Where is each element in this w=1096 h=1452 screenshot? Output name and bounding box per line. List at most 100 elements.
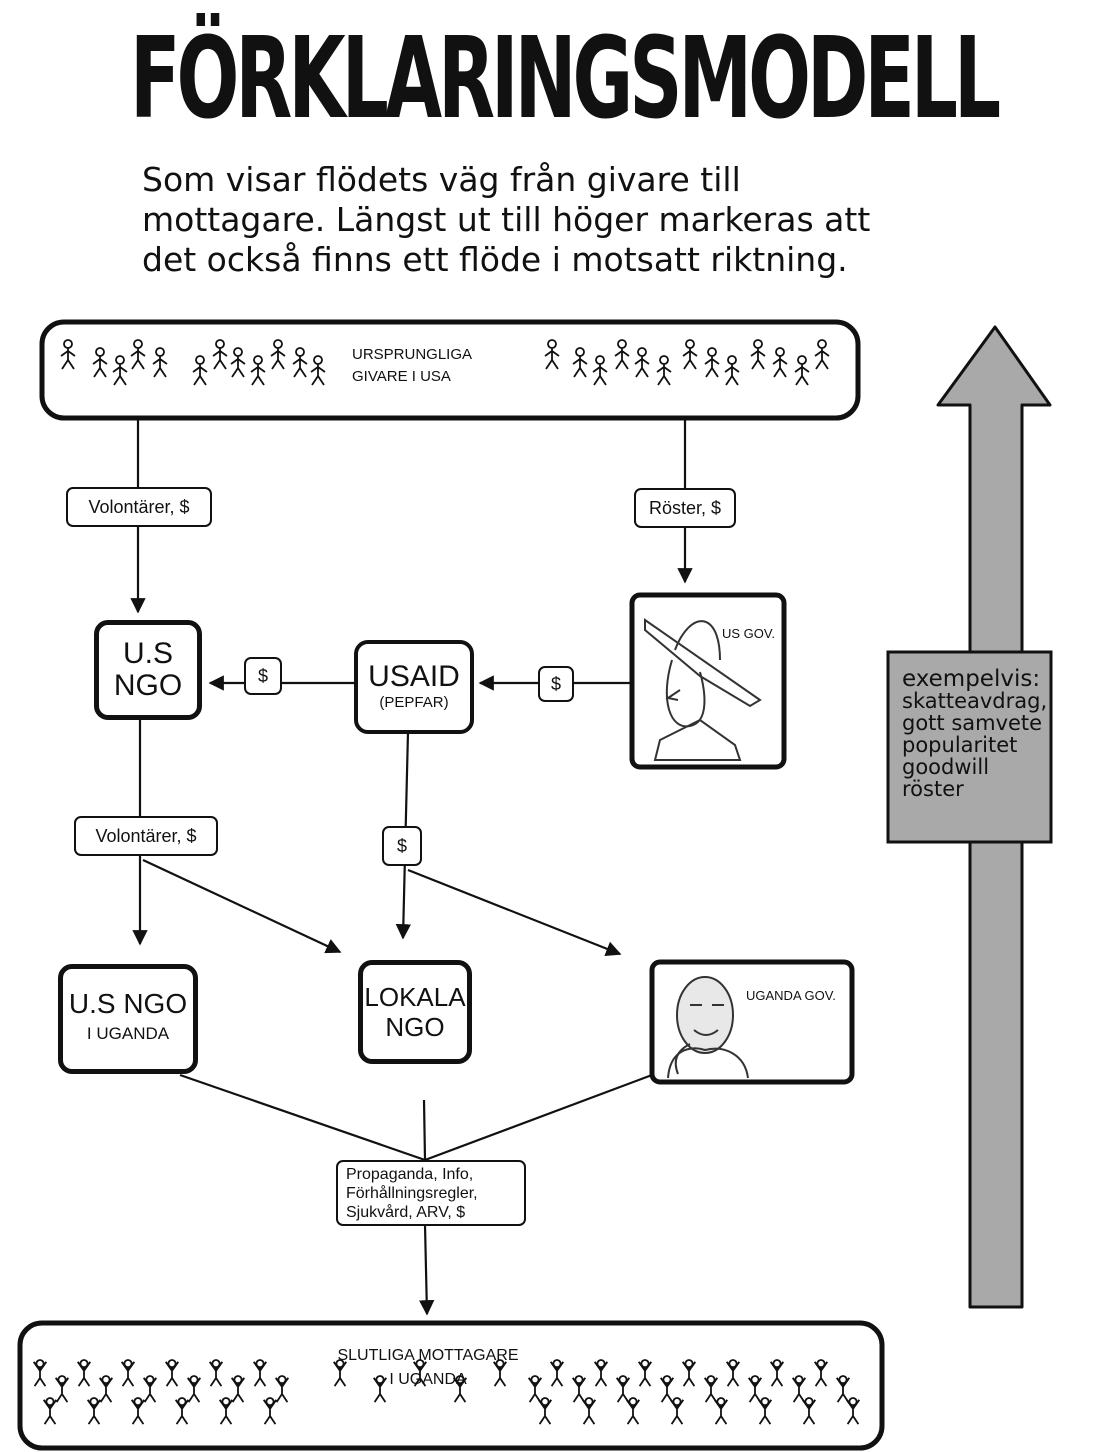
stick-figure xyxy=(572,347,588,378)
node-us-ngo-line: NGO xyxy=(113,669,183,702)
stick-figure xyxy=(835,1375,851,1403)
node-usaid-title: USAID xyxy=(368,660,460,693)
stick-figure xyxy=(801,1397,817,1425)
stick-figure xyxy=(527,1375,543,1403)
stick-figure xyxy=(713,1397,729,1425)
stick-figure xyxy=(813,1359,829,1387)
stick-figure xyxy=(412,1359,428,1387)
reverse-flow-item: skatteavdrag, xyxy=(902,689,1048,713)
stick-figure xyxy=(310,355,326,386)
flow-label-merge-line: Propaganda, Info, xyxy=(346,1165,474,1183)
stick-figure xyxy=(656,355,672,386)
stick-figure xyxy=(637,1359,653,1387)
stick-figure xyxy=(769,1359,785,1387)
reverse-flow-box xyxy=(886,650,1053,844)
stick-figure xyxy=(724,355,740,386)
stick-figure xyxy=(772,347,788,378)
bottom-recipients-label-line: I UGANDA xyxy=(389,1371,467,1388)
reverse-flow-item: goodwill xyxy=(902,755,990,779)
page-title: FÖRKLARINGSMODELL xyxy=(130,14,1001,144)
recipient-stick-figures xyxy=(32,1359,861,1425)
stick-figure xyxy=(54,1375,70,1403)
stick-figure xyxy=(614,339,630,370)
flow-label-dollar-a: $ xyxy=(538,666,574,702)
stick-figure xyxy=(845,1397,861,1425)
stick-figure xyxy=(218,1397,234,1425)
stick-figure xyxy=(750,339,766,370)
stick-figure xyxy=(270,339,286,370)
stick-figure xyxy=(704,347,720,378)
stick-figure xyxy=(250,355,266,386)
stick-figure xyxy=(634,347,650,378)
stick-figure xyxy=(791,1375,807,1403)
flow-label-volunteers-1: Volontärer, $ xyxy=(66,487,212,527)
top-donor-label-line: URSPRUNGLIGA xyxy=(352,346,473,363)
stick-figure xyxy=(208,1359,224,1387)
stick-figure xyxy=(120,1359,136,1387)
stick-figure xyxy=(581,1397,597,1425)
stick-figure xyxy=(593,1359,609,1387)
stick-figure xyxy=(152,347,168,378)
stick-figure xyxy=(592,355,608,386)
stick-figure xyxy=(142,1375,158,1403)
node-us-ngo-line: U.S xyxy=(122,637,173,670)
node-us-ngo-uganda-line: U.S NGO xyxy=(68,988,188,1019)
stick-figure xyxy=(252,1359,268,1387)
node-usaid: USAID (PEPFAR) xyxy=(354,640,474,734)
uganda-gov-label: UGANDA GOV. xyxy=(746,988,836,1003)
flow-label-votes: Röster, $ xyxy=(634,488,736,528)
stick-figure xyxy=(571,1375,587,1403)
bottom-recipients-box xyxy=(17,1320,885,1451)
top-donor-label: URSPRUNGLIGA GIVARE I USA xyxy=(352,344,512,388)
node-local-ngo-line: LOKALA xyxy=(364,982,466,1012)
stick-figure xyxy=(130,339,146,370)
top-donor-label-line: GIVARE I USA xyxy=(352,368,451,385)
stick-figure xyxy=(492,1359,508,1387)
stick-figure xyxy=(98,1375,114,1403)
reverse-flow-item: röster xyxy=(902,777,964,801)
stick-figure xyxy=(262,1397,278,1425)
stick-figure xyxy=(86,1397,102,1425)
stick-figure xyxy=(212,339,228,370)
stick-figure xyxy=(372,1375,388,1403)
stick-figure xyxy=(452,1375,468,1403)
bottom-recipients-label: SLUTLIGA MOTTAGARE I UGANDA xyxy=(318,1344,538,1392)
stick-figure xyxy=(625,1397,641,1425)
node-us-ngo: U.S NGO xyxy=(94,620,202,720)
node-usaid-subtitle: (PEPFAR) xyxy=(379,694,449,711)
stick-figure xyxy=(186,1375,202,1403)
reverse-flow-text: exempelvis: skatteavdrag, gott samvete p… xyxy=(902,666,1052,801)
node-us-ngo-uganda: U.S NGO I UGANDA xyxy=(58,964,198,1074)
flow-label-merge-line: Förhållningsregler, xyxy=(346,1184,478,1202)
stick-figure xyxy=(92,347,108,378)
flow-label-dollar-c: $ xyxy=(382,826,422,866)
reverse-flow-item: popularitet xyxy=(902,733,1018,757)
subtitle-line: mottagare. Längst ut till höger markeras… xyxy=(142,200,871,239)
stick-figure xyxy=(659,1375,675,1403)
stick-figure xyxy=(174,1397,190,1425)
reverse-flow-item: gott samvete xyxy=(902,711,1043,735)
flow-label-dollar-b: $ xyxy=(244,657,282,695)
stick-figure xyxy=(164,1359,180,1387)
stick-figure xyxy=(669,1397,685,1425)
flow-label-merge-line: Sjukvård, ARV, $ xyxy=(346,1203,466,1221)
uganda-gov-caricature xyxy=(667,976,749,1079)
stick-figure xyxy=(681,1359,697,1387)
stick-figure xyxy=(544,339,560,370)
stick-figure xyxy=(682,339,698,370)
stick-figure xyxy=(130,1397,146,1425)
stick-figure xyxy=(60,339,76,370)
flow-label-volunteers-2: Volontärer, $ xyxy=(74,816,218,856)
donor-stick-figures xyxy=(60,339,830,386)
stick-figure xyxy=(274,1375,290,1403)
stick-figure xyxy=(42,1397,58,1425)
stick-figure xyxy=(192,355,208,386)
stick-figure xyxy=(615,1375,631,1403)
stick-figure xyxy=(703,1375,719,1403)
reverse-flow-heading: exempelvis: xyxy=(902,666,1041,692)
stick-figure xyxy=(549,1359,565,1387)
stick-figure xyxy=(794,355,810,386)
stick-figure xyxy=(292,347,308,378)
node-local-ngo-line: NGO xyxy=(385,1012,445,1042)
stick-figure xyxy=(230,347,246,378)
